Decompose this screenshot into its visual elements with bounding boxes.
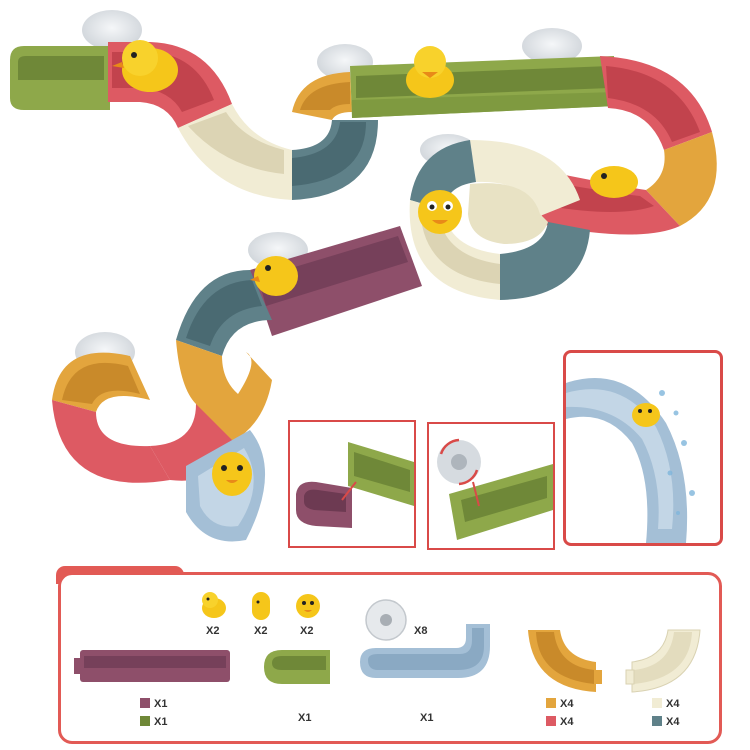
duck-toy-group — [112, 40, 638, 496]
duck-icon — [418, 190, 462, 234]
suction-attach-illustration — [437, 438, 553, 540]
duck-icon — [296, 594, 320, 618]
suction-cup-icon — [365, 599, 407, 641]
endcap-attach-illustration — [296, 442, 414, 528]
duck-icon — [632, 403, 660, 427]
water-splash — [659, 390, 695, 515]
water-slide-illustration — [566, 378, 695, 543]
curve-qty-cream: X4 — [652, 698, 679, 710]
track-plum-straight — [250, 226, 422, 336]
duck-icon — [202, 592, 226, 618]
inset-suction-attach — [427, 422, 555, 550]
duck-qty-2: X2 — [254, 625, 268, 637]
duck-icon — [252, 592, 270, 620]
inset-endcap-attach — [288, 420, 416, 548]
inset-water-slide — [563, 350, 723, 546]
duck-qty-3: X2 — [300, 625, 314, 637]
duck-qty-1: X2 — [206, 625, 220, 637]
curve-qty-red: X4 — [546, 716, 573, 728]
curve-qty-teal: X4 — [652, 716, 679, 728]
slide-qty: X1 — [420, 712, 434, 724]
curve-qty-orange: X4 — [546, 698, 573, 710]
duck-icon — [250, 256, 298, 296]
suction-qty: X8 — [414, 625, 428, 637]
slide-part — [360, 624, 490, 678]
track-lower-left — [52, 270, 272, 542]
assembled-track-photo — [10, 10, 717, 542]
long-track-qty-olive: X1 — [140, 716, 167, 728]
duck-icon — [590, 166, 638, 198]
duck-icon — [406, 46, 454, 98]
curve-part-orange — [528, 630, 602, 692]
long-track-qty-plum: X1 — [140, 698, 167, 710]
long-track-part — [74, 650, 230, 682]
duck-parts — [202, 592, 320, 620]
end-cap-qty: X1 — [298, 712, 312, 724]
duck-icon — [212, 452, 252, 496]
curve-part-cream — [625, 629, 701, 693]
duck-icon — [112, 40, 178, 92]
end-cap-part — [264, 650, 330, 684]
